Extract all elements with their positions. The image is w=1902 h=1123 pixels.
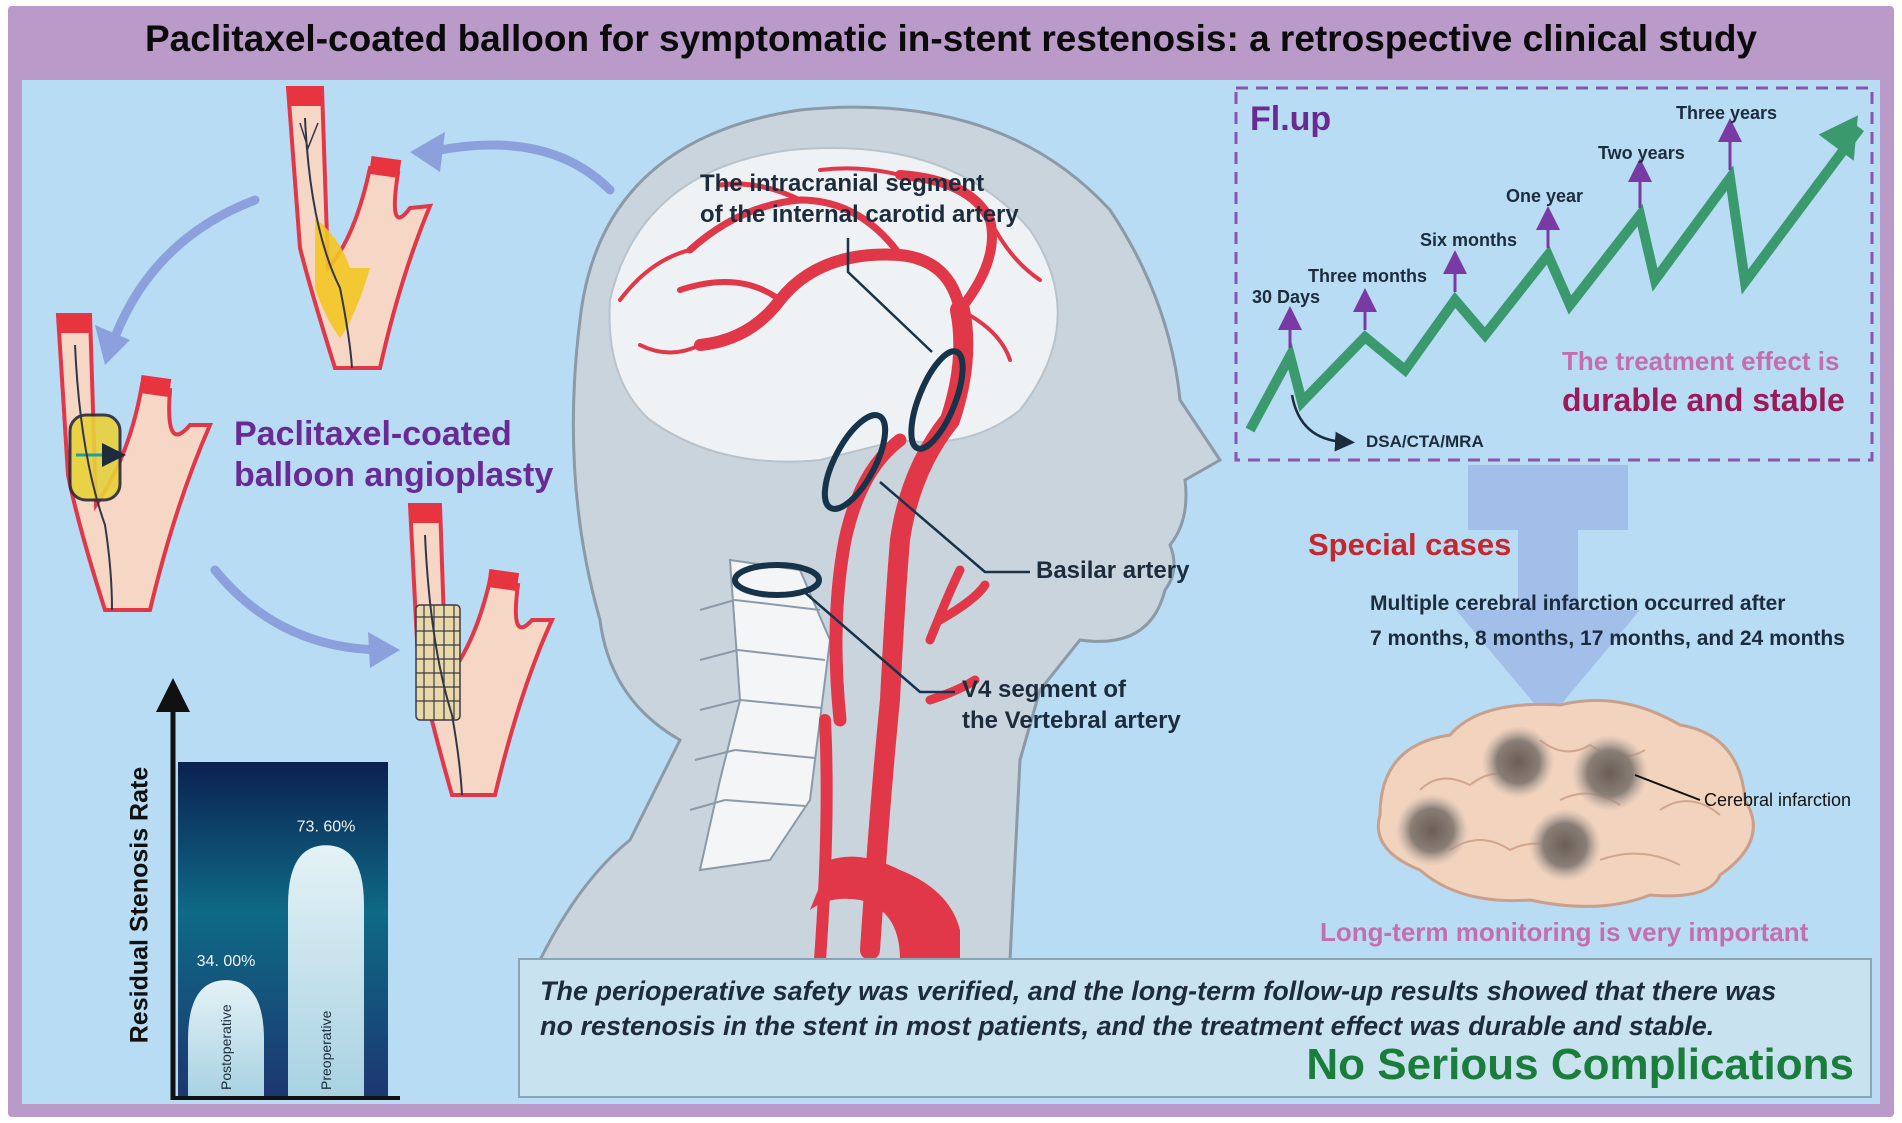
cycle-arrow-top-to-left [107,195,260,350]
cycle-arrowheads [95,132,445,668]
effect-line2: durable and stable [1562,382,1845,418]
stenosis-chart: 34. 00% Postoperative 73. 60% Preoperative [156,678,400,1100]
cycle-arrow-head-to-top [435,140,615,195]
v4-marker [732,562,822,598]
basilar-leader [879,481,1030,574]
cervical-spine [698,558,832,872]
chart-category-preoperative: Preoperative [318,1010,334,1090]
milestone-two-years: Two years [1598,143,1685,163]
chart-y-arrowhead [156,678,190,712]
milestone-six-months: Six months [1420,230,1518,250]
cycle-arrows [107,140,615,655]
complications-banner: No Serious Complications [1306,1040,1854,1089]
artery-balloon-illustration [55,313,214,612]
summary-text: The perioperative safety was verified, a… [540,976,1777,1041]
special-cases-arrow [1456,465,1640,720]
chart-bar-preoperative [288,845,364,1096]
followup-zigzag [1245,125,1865,433]
marker-leaders [801,238,1030,694]
special-cases-title: Special cases [1308,527,1512,562]
basilar-marker [821,412,889,512]
summary-box: The perioperative safety was verified, a… [518,958,1872,1098]
chart-data-label-postoperative: 34. 00% [197,953,256,970]
artery-stent-illustration [407,503,556,797]
chart-bar-postoperative [188,980,264,1096]
procedure-cycle [55,86,615,797]
milestone-three-months: Three months [1308,266,1428,286]
brain-shape [1376,699,1755,908]
arrowhead-3 [368,632,400,668]
chart-bars: 34. 00% Postoperative 73. 60% Preoperative [188,818,364,1096]
arrowhead-2 [95,325,130,365]
v4-leader [801,589,955,694]
ica-label-line2: of the internal carotid artery [700,201,1019,228]
artery-stenosis-illustration [285,86,434,370]
milestone-arrows [1278,118,1742,348]
basilar-label: Basilar artery [1036,557,1190,584]
followup-panel [1234,86,1874,462]
infarct-lesion-2 [1482,726,1554,798]
effect-line1: The treatment effect is [1562,346,1840,376]
followup-arrowhead [1818,115,1858,161]
infarct-leader [1634,774,1701,801]
vertebrae-lines [689,599,826,811]
monitoring-note: Long-term monitoring is very important [1320,917,1809,947]
milestone-one-year: One year [1506,186,1584,206]
imaging-arrow [1290,394,1355,452]
v4-label-line1: V4 segment of [962,676,1127,703]
infarct-lesion-1 [1396,794,1468,866]
chart-ylabel: Residual Stenosis Rate [125,766,154,1044]
arrowhead-1 [410,132,445,172]
special-cases-line1: Multiple cerebral infarction occurred af… [1370,592,1786,615]
infarct-lesion-3 [1572,735,1648,811]
infarct-label: Cerebral infarction [1704,790,1852,810]
ica-marker [908,348,966,452]
chart-category-postoperative: Postoperative [218,1004,234,1090]
aortic-arch [810,856,960,960]
ica-leader [846,238,933,353]
infarct-lesion-4 [1529,809,1601,881]
special-cases-line2: 7 months, 8 months, 17 months, and 24 mo… [1370,627,1845,650]
procedure-label-line1: Paclitaxel-coated [234,415,512,453]
followup-title: Fl.up [1250,100,1332,138]
head-anatomy [537,105,1223,966]
chart-data-label-preoperative: 73. 60% [297,818,356,835]
v4-label-line2: the Vertebral artery [962,707,1181,734]
infarct-brain [1376,699,1755,908]
figure-title: Paclitaxel-coated balloon for symptomati… [144,18,1758,59]
cycle-arrow-left-to-bottom [210,565,390,655]
milestone-three-years: Three years [1676,103,1778,123]
followup-box [1234,86,1874,462]
milestone-30-days: 30 Days [1252,287,1321,307]
procedure-label-line2: balloon angioplasty [234,456,554,494]
ica-label-line1: The intracranial segment [700,170,985,197]
imaging-modalities: DSA/CTA/MRA [1366,432,1484,451]
